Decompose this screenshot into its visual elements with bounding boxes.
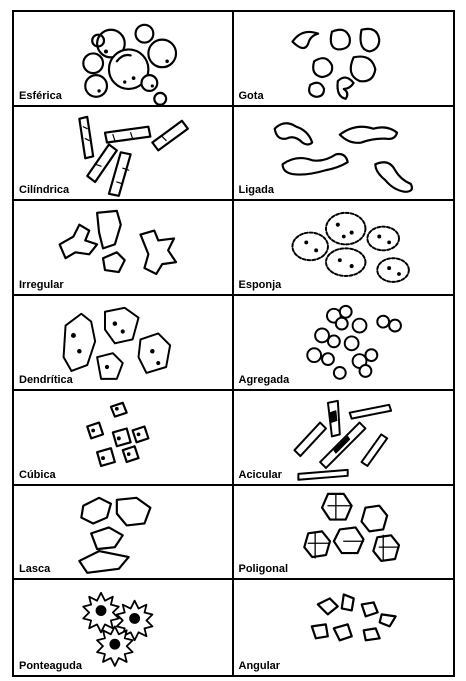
shape-label: Agregada	[239, 375, 290, 386]
shape-label: Acicular	[239, 470, 282, 481]
shape-label: Poligonal	[239, 564, 289, 575]
shape-label: Irregular	[19, 280, 64, 291]
cell-agregada: Agregada	[234, 296, 454, 391]
cell-ponteaguda: Ponteaguda	[14, 580, 234, 675]
cell-esferica: Esférica	[14, 12, 234, 107]
cell-cilindrica: Cilíndrica	[14, 107, 234, 202]
shape-label: Ligada	[239, 185, 274, 196]
cell-dendritica: Dendrítica	[14, 296, 234, 391]
cell-ligada: Ligada	[234, 107, 454, 202]
cell-cubica: Cúbica	[14, 391, 234, 486]
shape-label: Gota	[239, 91, 264, 102]
shape-label: Cúbica	[19, 470, 56, 481]
cell-irregular: Irregular	[14, 201, 234, 296]
cell-esponja: Esponja	[234, 201, 454, 296]
cell-lasca: Lasca	[14, 486, 234, 581]
shape-label: Cilíndrica	[19, 185, 69, 196]
particle-shape-grid: Esférica Gota	[12, 10, 455, 677]
shape-label: Dendrítica	[19, 375, 73, 386]
shape-label: Ponteaguda	[19, 661, 82, 672]
cell-gota: Gota	[234, 12, 454, 107]
cell-angular: Angular	[234, 580, 454, 675]
cell-acicular: Acicular	[234, 391, 454, 486]
shape-label: Esponja	[239, 280, 282, 291]
shape-label: Angular	[239, 661, 281, 672]
shape-label: Lasca	[19, 564, 50, 575]
shape-label: Esférica	[19, 91, 62, 102]
droplet-particles-icon	[234, 12, 454, 105]
cell-poligonal: Poligonal	[234, 486, 454, 581]
